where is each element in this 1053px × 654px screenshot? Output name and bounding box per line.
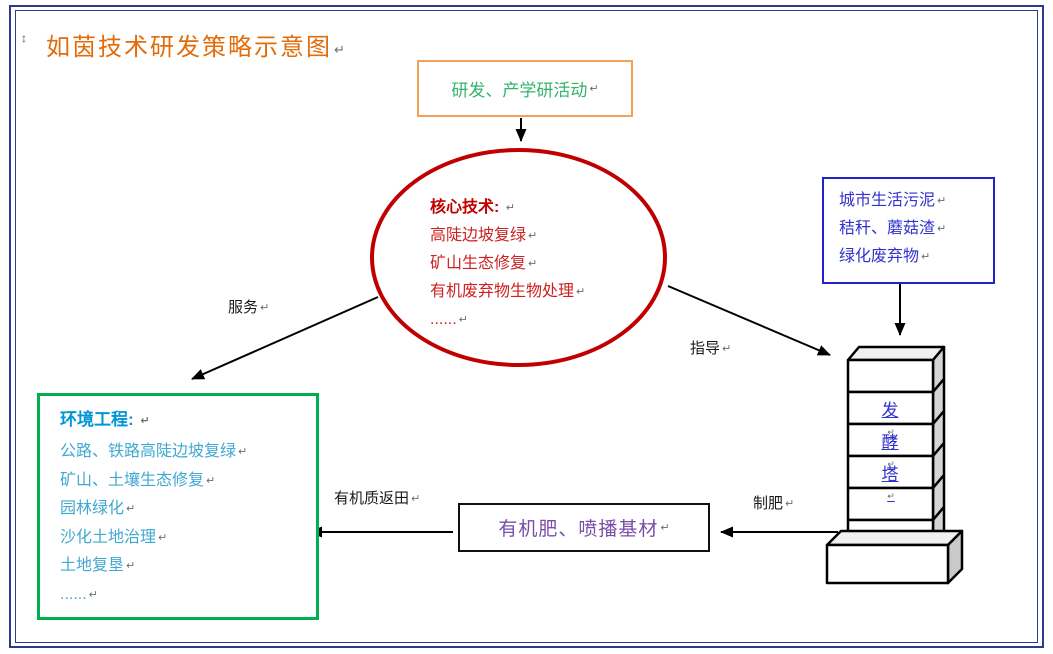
tower-char-text: 塔 <box>881 465 899 484</box>
paragraph-mark: ↵ <box>88 588 98 601</box>
core-tech-line: ...... <box>430 311 457 328</box>
env-line: ...... <box>60 585 87 603</box>
label-serve: 服务↵ <box>228 296 269 317</box>
core-tech-title: 核心技术: <box>430 199 500 216</box>
env-line: 沙化土地治理 <box>60 528 157 546</box>
label-guide-text: 指导 <box>690 340 721 357</box>
arrow-core-to-env <box>191 296 379 380</box>
env-line: 园林绿化 <box>60 500 125 517</box>
paragraph-mark: ↵ <box>206 474 216 487</box>
rd-activities-label: 研发、产学研活动 <box>451 81 588 100</box>
rd-activities-box: 研发、产学研活动↵ <box>417 60 633 117</box>
page-title-text: 如茵技术研发策略示意图 <box>46 34 332 61</box>
raw-materials-box: 城市生活污泥↵ 秸秆、蘑菇渣↵ 绿化废弃物↵ <box>822 177 995 284</box>
label-organic-return: 有机质返田↵ <box>334 487 420 508</box>
tower-char-text: 发 <box>881 401 899 420</box>
arrow-core-to-tower <box>667 285 831 356</box>
paragraph-mark: ↵ <box>921 251 931 263</box>
paragraph-mark: ↵ <box>722 343 732 355</box>
label-organic-return-text: 有机质返田 <box>334 490 410 507</box>
tower-caption-char: 塔↵ <box>877 460 903 505</box>
paragraph-mark: ↵ <box>260 302 270 314</box>
paragraph-mark: ↵ <box>528 230 538 242</box>
paragraph-mark: ↵ <box>937 223 947 235</box>
tower-char-text: 酵 <box>881 433 899 452</box>
paragraph-mark: ↵ <box>126 560 136 572</box>
paragraph-mark: ↵ <box>887 427 895 437</box>
core-technology-text: 核心技术: ↵ 高陡边坡复绿↵ 矿山生态修复↵ 有机废弃物生物处理↵ .....… <box>430 194 585 334</box>
paragraph-mark: ↵ <box>238 446 248 458</box>
page-title: 如茵技术研发策略示意图↵ <box>46 27 347 62</box>
env-line: 土地复垦 <box>60 557 125 574</box>
label-guide: 指导↵ <box>690 337 731 358</box>
raw-material-line: 秸秆、蘑菇渣 <box>839 220 936 237</box>
fermentation-tower-shape <box>825 345 964 585</box>
core-tech-line: 高陡边坡复绿 <box>430 227 527 244</box>
paragraph-mark: ↵ <box>528 258 538 270</box>
core-technology-ellipse <box>370 148 667 367</box>
paragraph-mark: ↵ <box>140 415 150 427</box>
core-tech-line: 有机废弃物生物处理 <box>430 283 575 300</box>
tower-caption-char: 发↵ <box>877 396 903 441</box>
paragraph-mark: ↵ <box>411 493 421 505</box>
paragraph-mark: ↵ <box>937 195 947 207</box>
paragraph-mark: ↵ <box>458 314 468 326</box>
raw-material-line: 城市生活污泥 <box>839 192 936 209</box>
paragraph-mark: ↵ <box>505 202 516 214</box>
paragraph-mark: ↵ <box>589 83 599 95</box>
environmental-engineering-box: 环境工程: ↵ 公路、铁路高陡边坡复绿↵ 矿山、土壤生态修复↵ 园林绿化↵ 沙化… <box>37 393 319 620</box>
label-make-fertilizer: 制肥↵ <box>753 492 794 513</box>
paragraph-mark: ↵ <box>887 491 895 501</box>
label-make-fertilizer-text: 制肥 <box>753 495 784 512</box>
paragraph-mark: ↵ <box>576 286 586 298</box>
paragraph-mark: ↵ <box>126 503 136 515</box>
label-serve-text: 服务 <box>228 299 259 316</box>
paragraph-mark: ↵ <box>785 498 795 510</box>
env-title: 环境工程: <box>60 410 134 429</box>
env-line: 公路、铁路高陡边坡复绿 <box>60 443 237 460</box>
paragraph-mark: ↵ <box>334 42 347 57</box>
paragraph-mark: ↵ <box>660 522 670 534</box>
fertilizer-label: 有机肥、喷播基材 <box>498 519 659 540</box>
object-anchor-mark: ↕ <box>21 31 27 45</box>
raw-material-line: 绿化废弃物 <box>839 248 920 265</box>
env-line: 矿山、土壤生态修复 <box>60 471 205 489</box>
core-tech-line: 矿山生态修复 <box>430 255 527 272</box>
paragraph-mark: ↵ <box>158 531 168 544</box>
fertilizer-box: 有机肥、喷播基材↵ <box>458 503 710 552</box>
tower-caption-char: 酵↵ <box>877 428 903 473</box>
paragraph-mark: ↵ <box>887 459 895 469</box>
